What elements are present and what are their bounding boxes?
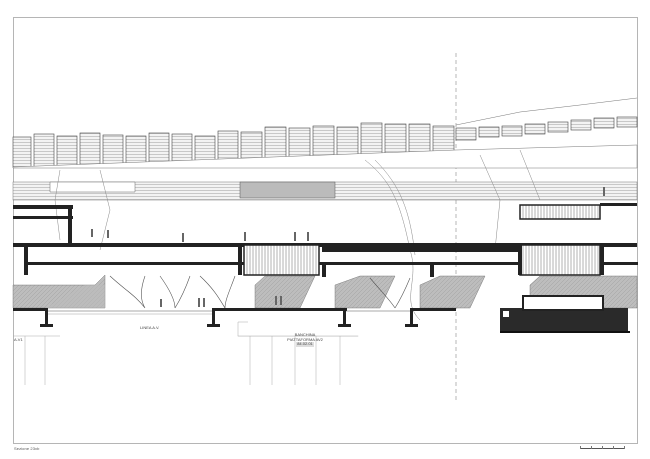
track-line-label: LINEA A.V. xyxy=(140,325,160,330)
upper-slab-left xyxy=(13,205,73,209)
platform-label: BANCHINA PIATTAFORMA AV2 84.02.01 xyxy=(270,332,340,347)
scale-bar xyxy=(580,445,625,449)
track-line-left-label: A.V1 xyxy=(14,337,23,342)
drawing-frame xyxy=(13,17,638,444)
human-figures xyxy=(91,187,605,307)
track-slab-left xyxy=(13,308,45,311)
hatched-box-1 xyxy=(243,244,320,276)
concourse-lower-slab xyxy=(28,262,638,265)
roof-top-curve xyxy=(455,97,638,126)
right-lower-box xyxy=(522,295,604,311)
roof-modules xyxy=(12,116,638,168)
lower-gray-mid3 xyxy=(419,275,486,309)
lower-gray-mid1 xyxy=(254,275,316,309)
drawing-title: Sezione 23xb xyxy=(14,446,40,451)
lower-gray-mid2 xyxy=(334,275,396,309)
platform-label-line2: PIATTAFORMA AV2 xyxy=(287,336,323,342)
bridge-slab xyxy=(322,244,519,252)
tree-columns xyxy=(109,275,411,309)
canopy-band xyxy=(12,144,638,169)
hatched-box-2 xyxy=(519,244,601,276)
upper-box-right xyxy=(519,204,601,220)
platform-label-line1: BANCHINA xyxy=(294,332,316,337)
foundation-block-right xyxy=(500,308,628,333)
platform-level: 84.02.01 xyxy=(296,341,314,347)
